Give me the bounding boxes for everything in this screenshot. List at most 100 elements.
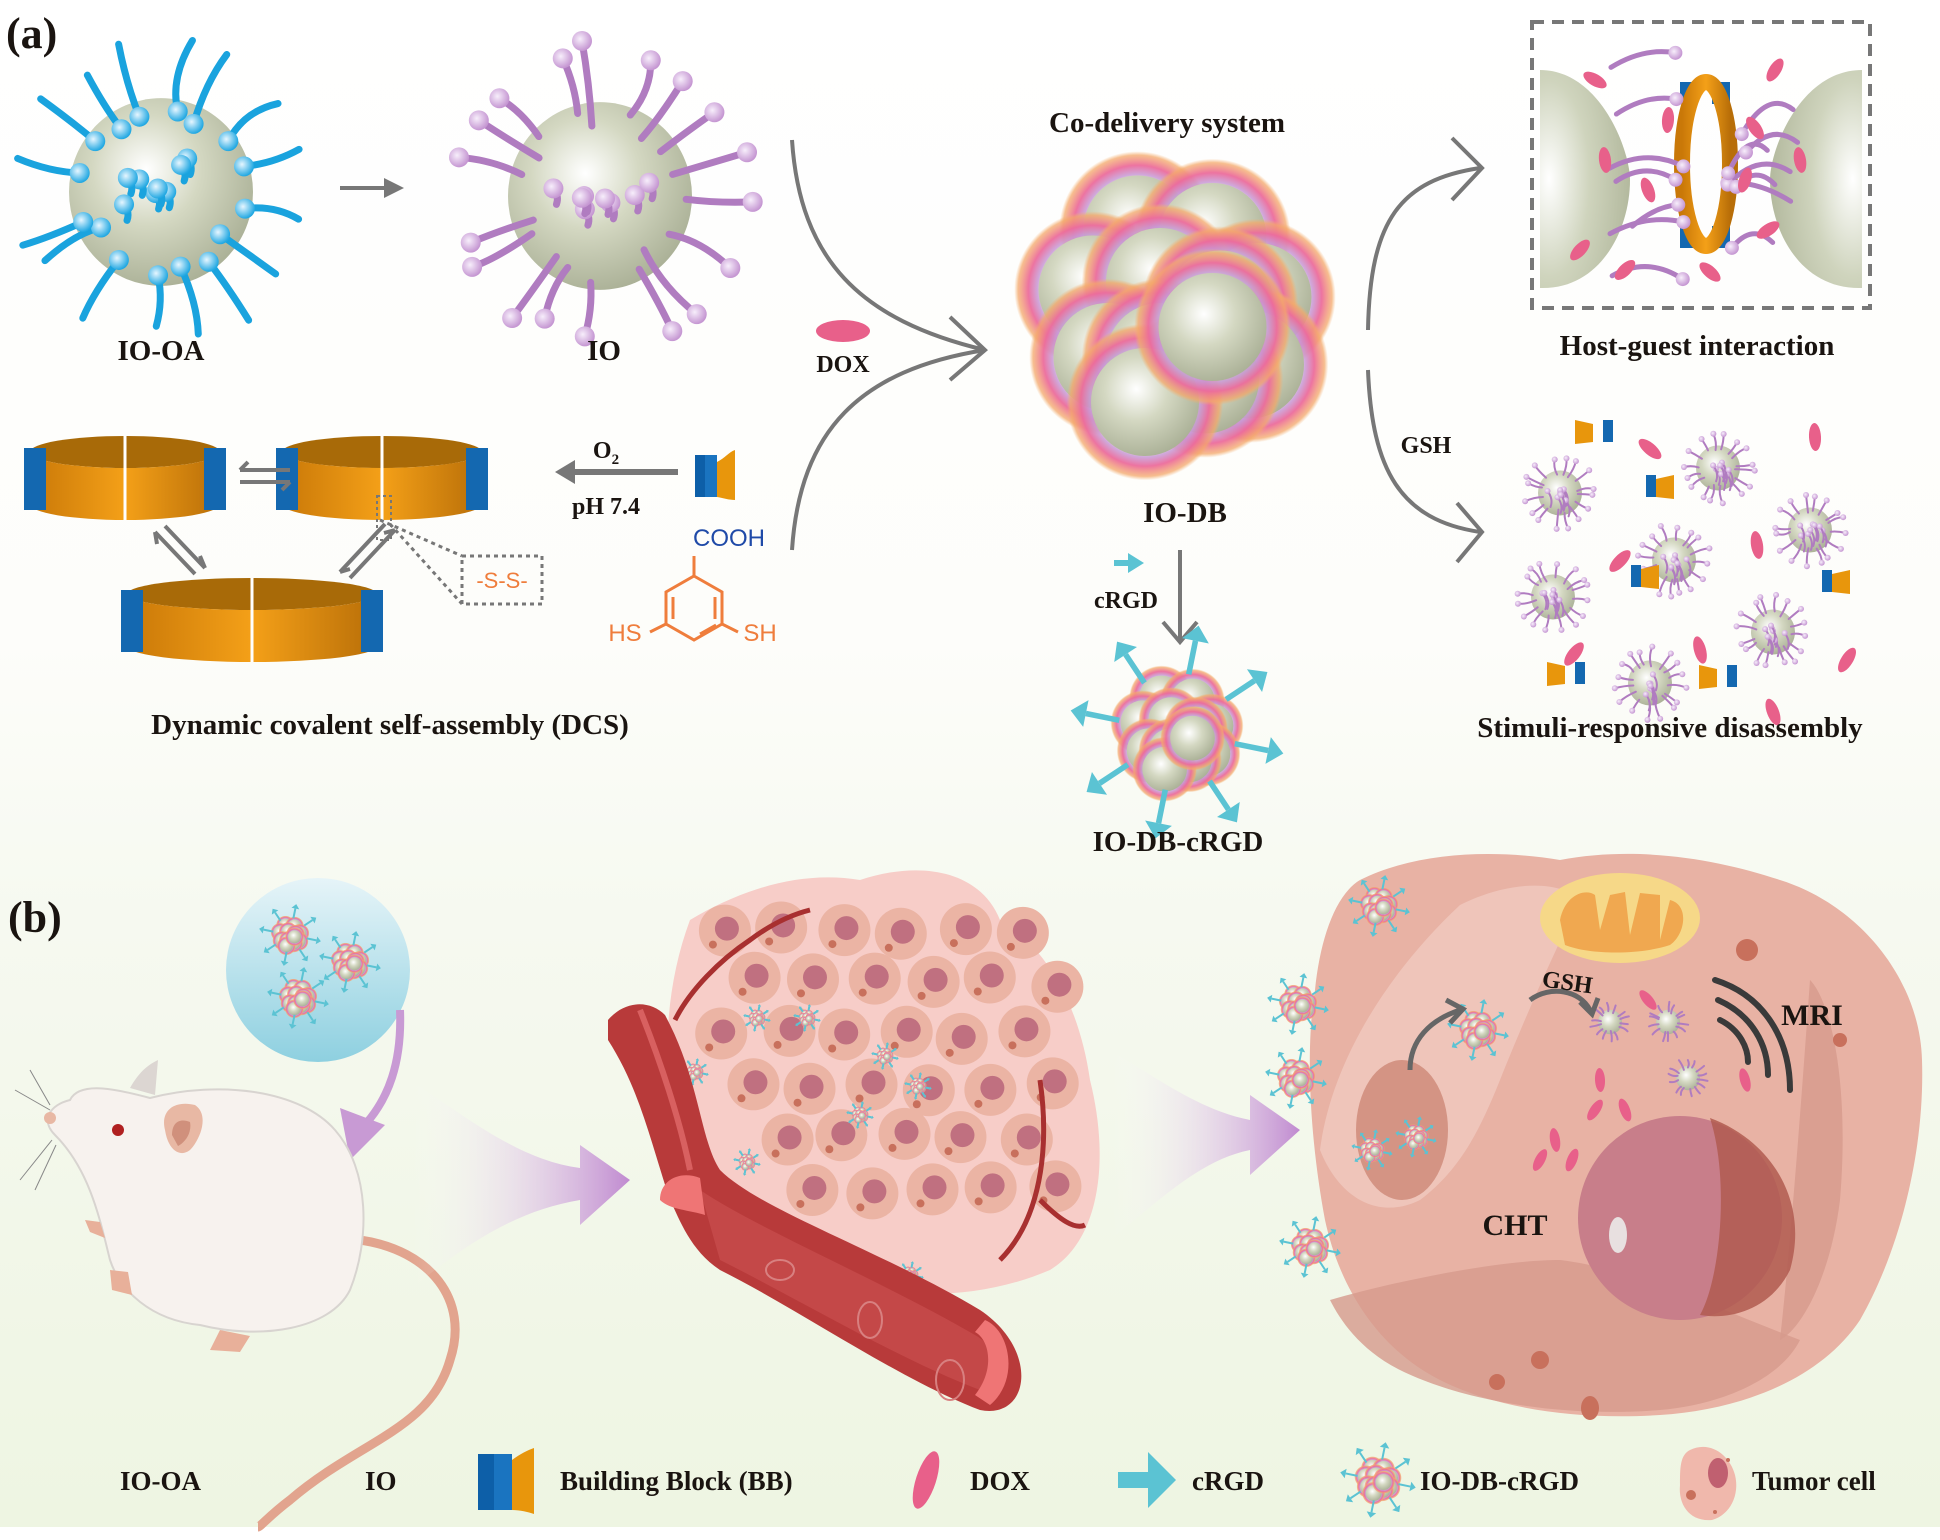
hs-group: HS bbox=[608, 620, 641, 647]
io-label: IO bbox=[587, 335, 621, 367]
crgd-ligand bbox=[1494, 1032, 1505, 1037]
uptake-arrowhead bbox=[1444, 997, 1468, 1025]
ligand-head bbox=[1704, 560, 1711, 567]
crgd-ligand bbox=[1486, 1043, 1494, 1054]
ligand-head bbox=[170, 256, 191, 277]
ligand-head bbox=[1824, 554, 1831, 561]
tumor-cell-nucleus bbox=[777, 1125, 802, 1150]
nanoparticle-core bbox=[1294, 1073, 1307, 1087]
macrocycle-block bbox=[361, 590, 383, 652]
gsh-release-arrow bbox=[1528, 988, 1593, 1012]
tumor-cell-nucleus bbox=[744, 963, 769, 988]
ligand-head bbox=[1530, 621, 1537, 628]
dox-molecule bbox=[1639, 990, 1657, 1010]
nanoparticle-core bbox=[1370, 1146, 1380, 1156]
crgd-ligand bbox=[1269, 1071, 1280, 1076]
ligand-head bbox=[1738, 490, 1745, 497]
crgd-ligand bbox=[1291, 1020, 1296, 1031]
ligand-head bbox=[1531, 462, 1538, 469]
building-block-blue bbox=[1822, 570, 1832, 592]
tumor-cell-granule bbox=[855, 1094, 864, 1103]
cooh-group: COOH bbox=[693, 525, 765, 552]
crgd-arrowhead bbox=[818, 1018, 821, 1023]
crgd-arrowhead bbox=[1429, 1124, 1434, 1130]
tumor-cell-granule bbox=[793, 1098, 802, 1107]
building-block-blue bbox=[1603, 420, 1613, 442]
crgd-arrowhead bbox=[869, 1106, 872, 1110]
ligand-head bbox=[167, 101, 188, 122]
crgd-arrowhead bbox=[873, 1061, 876, 1065]
tumor-cell-nucleus bbox=[862, 1179, 887, 1204]
crgd-arrowhead bbox=[375, 963, 381, 972]
tumor-cell-nucleus bbox=[896, 1017, 921, 1042]
crgd-ligand bbox=[1286, 1255, 1297, 1263]
tumor-cell-granule bbox=[828, 1044, 837, 1053]
crgd-arrowhead bbox=[1269, 1089, 1276, 1097]
ligand-head bbox=[1656, 591, 1663, 598]
ligand-chain bbox=[1605, 1001, 1610, 1013]
nanoparticle-core bbox=[1476, 1025, 1489, 1039]
crgd-arrowhead bbox=[361, 982, 369, 989]
legend-item-tumor-cell: Tumor cell bbox=[1679, 1446, 1876, 1521]
dox-molecule bbox=[1750, 531, 1764, 559]
crgd-ligand bbox=[736, 1165, 742, 1170]
ligand-head bbox=[460, 232, 481, 253]
ligand-head bbox=[91, 217, 112, 238]
ligand-head bbox=[1803, 563, 1810, 570]
ligand-head bbox=[1738, 145, 1753, 160]
tumor-cell-nucleus bbox=[980, 1173, 1005, 1198]
ligand-chain bbox=[1607, 155, 1686, 171]
crgd-arrowhead bbox=[1360, 879, 1368, 886]
crgd-ligand bbox=[352, 935, 357, 946]
crgd-arrowhead bbox=[1217, 801, 1240, 823]
crgd-ligand bbox=[892, 1056, 897, 1060]
ligand-head bbox=[571, 30, 592, 51]
ligand-head bbox=[1668, 593, 1675, 600]
host-particle-right bbox=[1770, 70, 1862, 289]
ligand-head bbox=[1544, 488, 1551, 495]
crgd-ligand bbox=[749, 1007, 754, 1013]
crgd-arrowhead bbox=[301, 955, 309, 962]
ligand-head bbox=[624, 185, 645, 206]
crgd-arrowhead bbox=[1323, 1005, 1329, 1014]
crgd-arrowhead bbox=[1352, 917, 1359, 925]
crgd-ligand bbox=[746, 1021, 752, 1026]
crgd-ligand bbox=[796, 1021, 802, 1026]
crgd-arrowhead bbox=[1354, 1157, 1359, 1163]
crgd-ligand bbox=[1382, 1151, 1390, 1155]
tumor-cell-nucleus bbox=[923, 967, 948, 992]
crgd-ligand bbox=[1303, 1263, 1308, 1274]
ligand-head bbox=[1720, 430, 1727, 437]
crgd-arrowhead bbox=[733, 1157, 736, 1162]
ligand-head bbox=[1589, 491, 1596, 498]
ligand-head bbox=[1773, 530, 1780, 537]
crgd-ligand bbox=[1234, 740, 1269, 754]
crgd-arrowhead bbox=[271, 1009, 278, 1017]
ligand-head bbox=[1558, 626, 1565, 633]
building-block-orange bbox=[1547, 662, 1565, 686]
sh-group: SH bbox=[743, 620, 776, 647]
ligand-chain bbox=[1739, 100, 1796, 137]
tumor-cell-nucleus bbox=[834, 916, 859, 941]
particle-core bbox=[1598, 1009, 1622, 1035]
ligand-head bbox=[1575, 516, 1582, 523]
crgd-arrowhead bbox=[1307, 1098, 1315, 1105]
crgd-ligand bbox=[1388, 1496, 1398, 1509]
building-block-orange bbox=[1656, 475, 1674, 499]
crgd-arrowhead bbox=[910, 1261, 915, 1264]
tumor-cell-nucleus bbox=[1016, 1125, 1041, 1150]
crgd-arrowhead bbox=[1409, 1481, 1416, 1492]
crgd-ligand bbox=[888, 1061, 893, 1067]
dimercaptobenzoic-acid-structure: COOH HS SH bbox=[608, 525, 776, 647]
tumor-cell-nucleus bbox=[1042, 1069, 1067, 1094]
crgd-arrowhead bbox=[738, 1150, 742, 1153]
particle-core bbox=[1676, 1065, 1700, 1091]
ligand-head bbox=[1834, 510, 1841, 517]
ligand-head bbox=[1743, 445, 1750, 452]
ligand-head bbox=[183, 113, 204, 134]
crgd-ligand bbox=[1155, 789, 1169, 824]
nanoparticle-core bbox=[1414, 1133, 1424, 1143]
tumor-cell-nucleus bbox=[861, 1070, 886, 1095]
crgd-arrowhead bbox=[927, 1077, 930, 1081]
ligand-head bbox=[720, 257, 741, 278]
